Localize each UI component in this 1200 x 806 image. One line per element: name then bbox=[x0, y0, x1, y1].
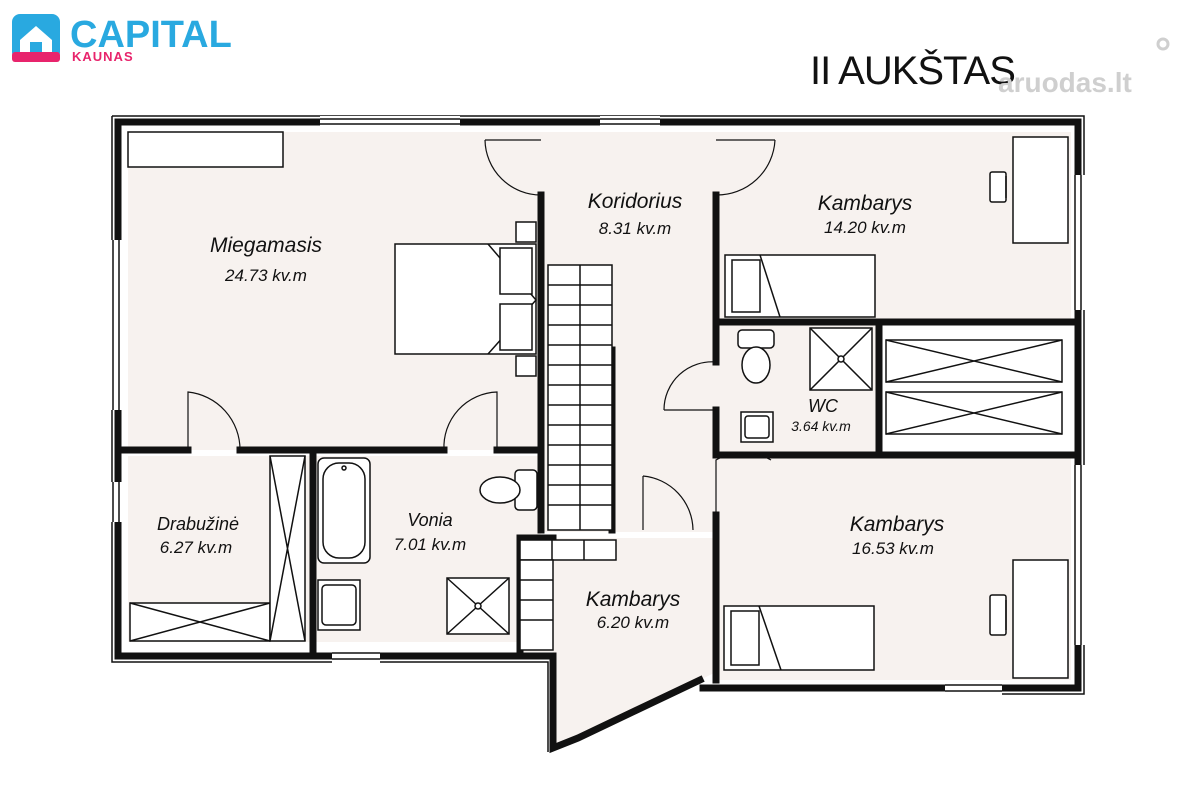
label-koridorius-area: 8.31 kv.m bbox=[599, 219, 671, 238]
watermark: aruodas.lt bbox=[998, 37, 1170, 98]
label-drabuzine-area: 6.27 kv.m bbox=[160, 538, 232, 557]
sink-wc bbox=[740, 411, 774, 443]
wardrobe-drabuzine bbox=[129, 455, 306, 642]
label-drabuzine-name: Drabužinė bbox=[157, 514, 239, 534]
sink-vonia bbox=[317, 579, 361, 631]
toilet-vonia bbox=[479, 469, 538, 511]
walls bbox=[110, 115, 1086, 754]
label-koridorius-name: Koridorius bbox=[588, 190, 683, 213]
label-kambarys-small-name: Kambarys bbox=[586, 588, 681, 611]
label-wc-area: 3.64 kv.m bbox=[791, 418, 851, 434]
label-kambarys-top-name: Kambarys bbox=[818, 192, 913, 215]
logo-city: KAUNAS bbox=[72, 49, 134, 64]
toilet-wc bbox=[737, 329, 775, 384]
label-miegamasis-area: 24.73 kv.m bbox=[224, 266, 307, 285]
wardrobe-right-top bbox=[885, 339, 1063, 383]
room-labels: Miegamasis 24.73 kv.m Koridorius 8.31 kv… bbox=[157, 190, 945, 632]
label-kambarys-bottom-area: 16.53 kv.m bbox=[852, 539, 934, 558]
watermark-icon bbox=[1156, 37, 1170, 51]
label-vonia-area: 7.01 kv.m bbox=[394, 535, 466, 554]
floor-title: II AUKŠTAS bbox=[810, 48, 1015, 93]
doors bbox=[187, 139, 776, 531]
label-kambarys-bottom-name: Kambarys bbox=[850, 513, 945, 536]
desk-bottom-room bbox=[989, 559, 1069, 679]
label-kambarys-top-area: 14.20 kv.m bbox=[824, 218, 906, 237]
shower-wc bbox=[809, 327, 873, 391]
label-wc-name: WC bbox=[808, 396, 839, 416]
single-bed-bottom bbox=[723, 605, 875, 671]
desk-top-room bbox=[989, 136, 1069, 244]
wardrobe-shelf bbox=[127, 131, 284, 168]
wardrobe-right-bottom bbox=[885, 391, 1063, 435]
staircase bbox=[519, 264, 617, 651]
single-bed-top bbox=[724, 254, 876, 318]
furniture bbox=[127, 131, 1069, 679]
double-bed bbox=[394, 221, 537, 377]
capital-logo: CAPITAL KAUNAS bbox=[12, 14, 232, 64]
floor-areas bbox=[128, 132, 1071, 745]
bathtub bbox=[317, 457, 371, 564]
shower-vonia bbox=[446, 577, 510, 635]
logo-brand: CAPITAL bbox=[70, 14, 232, 56]
label-vonia-name: Vonia bbox=[407, 510, 452, 530]
label-kambarys-small-area: 6.20 kv.m bbox=[597, 613, 669, 632]
label-miegamasis-name: Miegamasis bbox=[210, 234, 323, 257]
watermark-text: aruodas.lt bbox=[998, 67, 1132, 98]
